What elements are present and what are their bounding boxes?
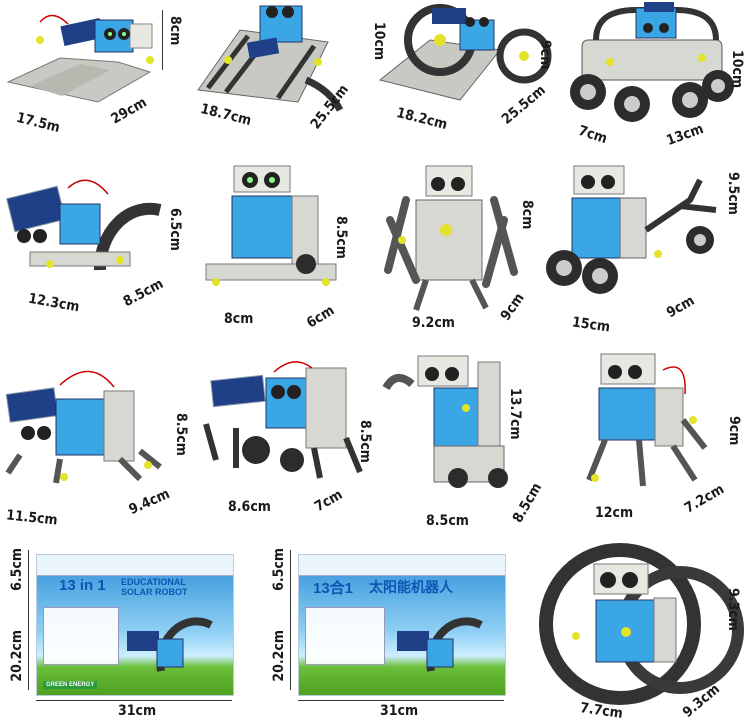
robot-photo-2 [197, 5, 344, 112]
dim-label: 12cm [595, 505, 634, 521]
dim-label: 8.5cm [333, 216, 349, 259]
dim-label: 8.5cm [357, 420, 373, 463]
robot-cell-4: 10cm 7cm 13cm [562, 0, 750, 150]
robot-photo-12 [586, 353, 708, 487]
dim-label: 8.6cm [228, 499, 271, 515]
box-lid [37, 555, 233, 576]
dim-label: 6.5cm [271, 548, 287, 591]
dim-label: 8.5cm [173, 413, 189, 456]
robot-cell-3: 10cm 9cm 18.2cm 25.5cm [370, 0, 560, 150]
box-title-main: 13 in 1 [59, 577, 106, 594]
robot-cell-12: 9cm 12cm 7.2cm [565, 350, 750, 530]
dim-label: 20.2cm [271, 630, 287, 682]
box-lid [299, 555, 505, 576]
dim-label: 13.7cm [507, 388, 523, 440]
dim-label: 8cm [167, 16, 183, 46]
product-box-chinese: 13合1 太阳能机器人 [298, 554, 506, 696]
box-text-panel [305, 607, 385, 665]
dim-label: 8.5cm [426, 513, 469, 529]
dim-label: 9.5cm [725, 172, 741, 215]
dim-label: 6.5cm [9, 548, 25, 591]
dim-guide [298, 700, 504, 701]
dim-label: 9.3cm [725, 588, 741, 631]
robot-cell-6: 8.5cm 8cm 6cm [196, 160, 366, 332]
dim-label: 10cm [729, 50, 745, 89]
robot-photo-4 [570, 2, 734, 122]
robot-photo-3 [378, 4, 552, 101]
box-robot-image [397, 617, 483, 672]
robot-photo-8 [546, 165, 717, 294]
robot-photo-10 [203, 361, 363, 479]
dim-label: 9.2cm [412, 315, 455, 331]
box-text-panel [43, 607, 119, 665]
dim-label: 20.2cm [9, 630, 25, 682]
product-box-cell-chinese: 6.5cm 20.2cm 13合1 太阳能机器人 31cm [262, 540, 524, 724]
dim-label: 9cm [537, 40, 553, 70]
product-box-cell-english: 6.5cm 20.2cm 13 in 1 EDUCATIONAL SOLAR R… [0, 540, 255, 724]
robot-cell-9: 8.5cm 11.5cm 9.4cm [0, 355, 195, 530]
dim-label: 8cm [519, 200, 535, 230]
dim-guide [28, 550, 29, 690]
dim-label: 31cm [380, 703, 419, 719]
robot-cell-11: 13.7cm 8.5cm 8.5cm [378, 348, 560, 530]
robot-photo-6 [205, 165, 337, 286]
robot-cell-13: 9.3cm 7.7cm 9.3cm [530, 540, 750, 724]
robot-photo-13 [539, 543, 744, 705]
dim-label: 6.5cm [167, 208, 183, 251]
box-title-sub: EDUCATIONAL [121, 577, 186, 587]
robot-cell-5: 6.5cm 12.3cm 8.5cm [0, 160, 190, 320]
box-robot-image [127, 617, 213, 672]
box-title-main: 13合1 [313, 580, 354, 597]
dim-label: 8cm [224, 311, 254, 327]
robot-cell-2: 18.7cm 25.5cm [188, 0, 368, 150]
dim-guide [162, 10, 163, 70]
dim-label: 9cm [726, 416, 742, 446]
robot-photo-7 [384, 165, 518, 311]
dim-label: 10cm [371, 22, 387, 61]
robot-photo-5 [6, 179, 162, 271]
box-title-sub2: SOLAR ROBOT [121, 587, 188, 597]
robot-cell-8: 9.5cm 15cm 9cm [540, 160, 750, 340]
dim-label: 31cm [118, 703, 157, 719]
robot-cell-10: 8.5cm 8.6cm 7cm [196, 348, 378, 528]
robot-cell-1: 8cm 17.5m 29cm [0, 0, 185, 136]
robot-photo-9 [5, 370, 162, 484]
dim-guide [290, 550, 291, 690]
dim-guide [36, 700, 232, 701]
robot-photo-1 [6, 14, 154, 103]
robot-photo-11 [382, 355, 508, 488]
product-box-english: 13 in 1 EDUCATIONAL SOLAR ROBOT GREEN EN… [36, 554, 234, 696]
box-badge: GREEN ENERGY [43, 681, 98, 689]
box-title-sub: 太阳能机器人 [369, 579, 453, 595]
robot-cell-7: 8cm 9.2cm 9cm [376, 160, 536, 335]
